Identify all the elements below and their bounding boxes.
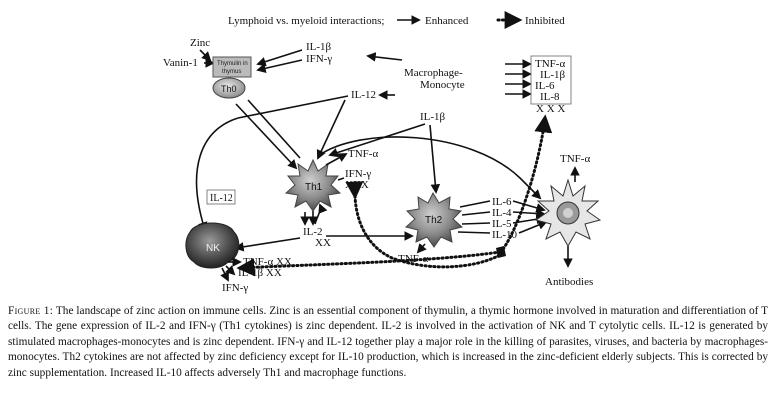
macrophage-label-1: Macrophage- [404,67,463,79]
il12-top-label: IL-12 [351,89,376,101]
il1b-mid-label: IL-1β [420,111,446,123]
tnfa-th1-label: TNF-α [348,148,378,160]
il1b-top-label: IL-1β [306,41,332,53]
il10-to-bcell-arrow [518,220,548,234]
legend: Lymphoid vs. myeloid interactions; Enhan… [228,11,565,29]
th1-tnfa-arrow [325,153,348,166]
th0-cell [212,77,246,99]
th1-label: Th1 [305,182,323,193]
ifng-nk-label: IFN-γ [222,282,248,294]
il12-line [237,95,349,119]
il4-to-bcell-arrow [512,208,546,219]
mac-out-il6: IL-6 [535,80,555,92]
th2-il6-line [459,200,491,208]
il2-to-nk-arrow [234,237,301,252]
thymulin-line2: thymus [222,69,241,75]
thymulin-box [212,56,252,78]
th2-cell: Th2 [404,191,464,248]
il10-inhibition-node [496,246,506,258]
il10-inhibits-nk-path [236,250,502,277]
th1-cell: Th1 [284,158,342,212]
th2-il4-line [461,211,491,216]
immune-diagram: Lymphoid vs. myeloid interactions; Enhan… [163,11,602,294]
th2-label: Th2 [425,215,443,226]
th1-ifng-line [337,177,345,181]
thymulin-line1: Thymulin in [217,61,248,67]
il6-label: IL-6 [492,196,512,208]
zinc-label: Zinc [190,37,210,49]
legend-enhanced-label: Enhanced [425,15,469,27]
xxx-th1-label: XXX [345,179,369,191]
th2-il10-line [457,231,491,234]
nk-ifng-arrow [220,267,229,282]
mac-out-il8: IL-8 [540,91,560,103]
il12-box-label: IL-12 [210,193,233,204]
tnfa-bcell-label: TNF-α [560,153,590,165]
il2-feedback-arrow [314,203,328,225]
il1b-to-th1-arrow [328,123,426,158]
il12-box [206,189,236,205]
legend-inhibited-label: Inhibited [525,15,565,27]
th2-il5-line [461,222,491,225]
mac-cytokines-box [530,55,572,105]
mac-out-il1b: IL-1β [540,69,566,81]
xx-il2-label: XX [315,237,331,249]
nk-label: NK [206,243,220,254]
mac-out-tnfa: TNF-α [535,58,565,70]
th0-to-th1-arrow [235,103,298,170]
il1b-to-thymus-arrow [256,49,303,67]
il10-inhibits-mac-path [496,114,553,258]
mac-xxx-label: X X X [536,103,565,115]
macrophage-label-2: Monocyte [420,79,465,91]
mac-to-il1b-arrow [366,52,403,62]
il12-to-th1-arrow [316,99,346,160]
il4-label: IL-4 [492,207,512,219]
ifng-top-label: IFN-γ [306,53,332,65]
bcell [534,178,602,248]
th1-to-bcell-arrow [317,136,542,200]
ifng-to-thymus-arrow [256,59,303,73]
il12-to-nk-arrow [195,117,239,232]
th2-tnfa-arrow [416,243,427,254]
ifng-th1-label: IFN-γ [345,168,371,180]
th0-to-th1-arrow-2 [247,99,301,159]
caption-text: The landscape of zinc action on immune c… [8,305,768,379]
vanin1-label: Vanin-1 [163,57,198,69]
il10-inhibits-th1-path [345,181,500,269]
th0-label: Th0 [221,84,237,94]
il6-to-bcell-arrow [512,200,546,213]
legend-title: Lymphoid vs. myeloid interactions; [228,15,384,27]
nk-il1b-arrow [225,265,236,276]
il1b-to-th2-arrow [429,124,441,194]
figure-label: Figure 1: [8,305,54,317]
il5-label: IL-5 [492,218,512,230]
il2-label: IL-2 [303,226,323,238]
antibodies-label: Antibodies [545,276,593,288]
figure-caption: Figure 1: The landscape of zinc action o… [8,304,768,381]
zinc-arrow [199,49,212,62]
